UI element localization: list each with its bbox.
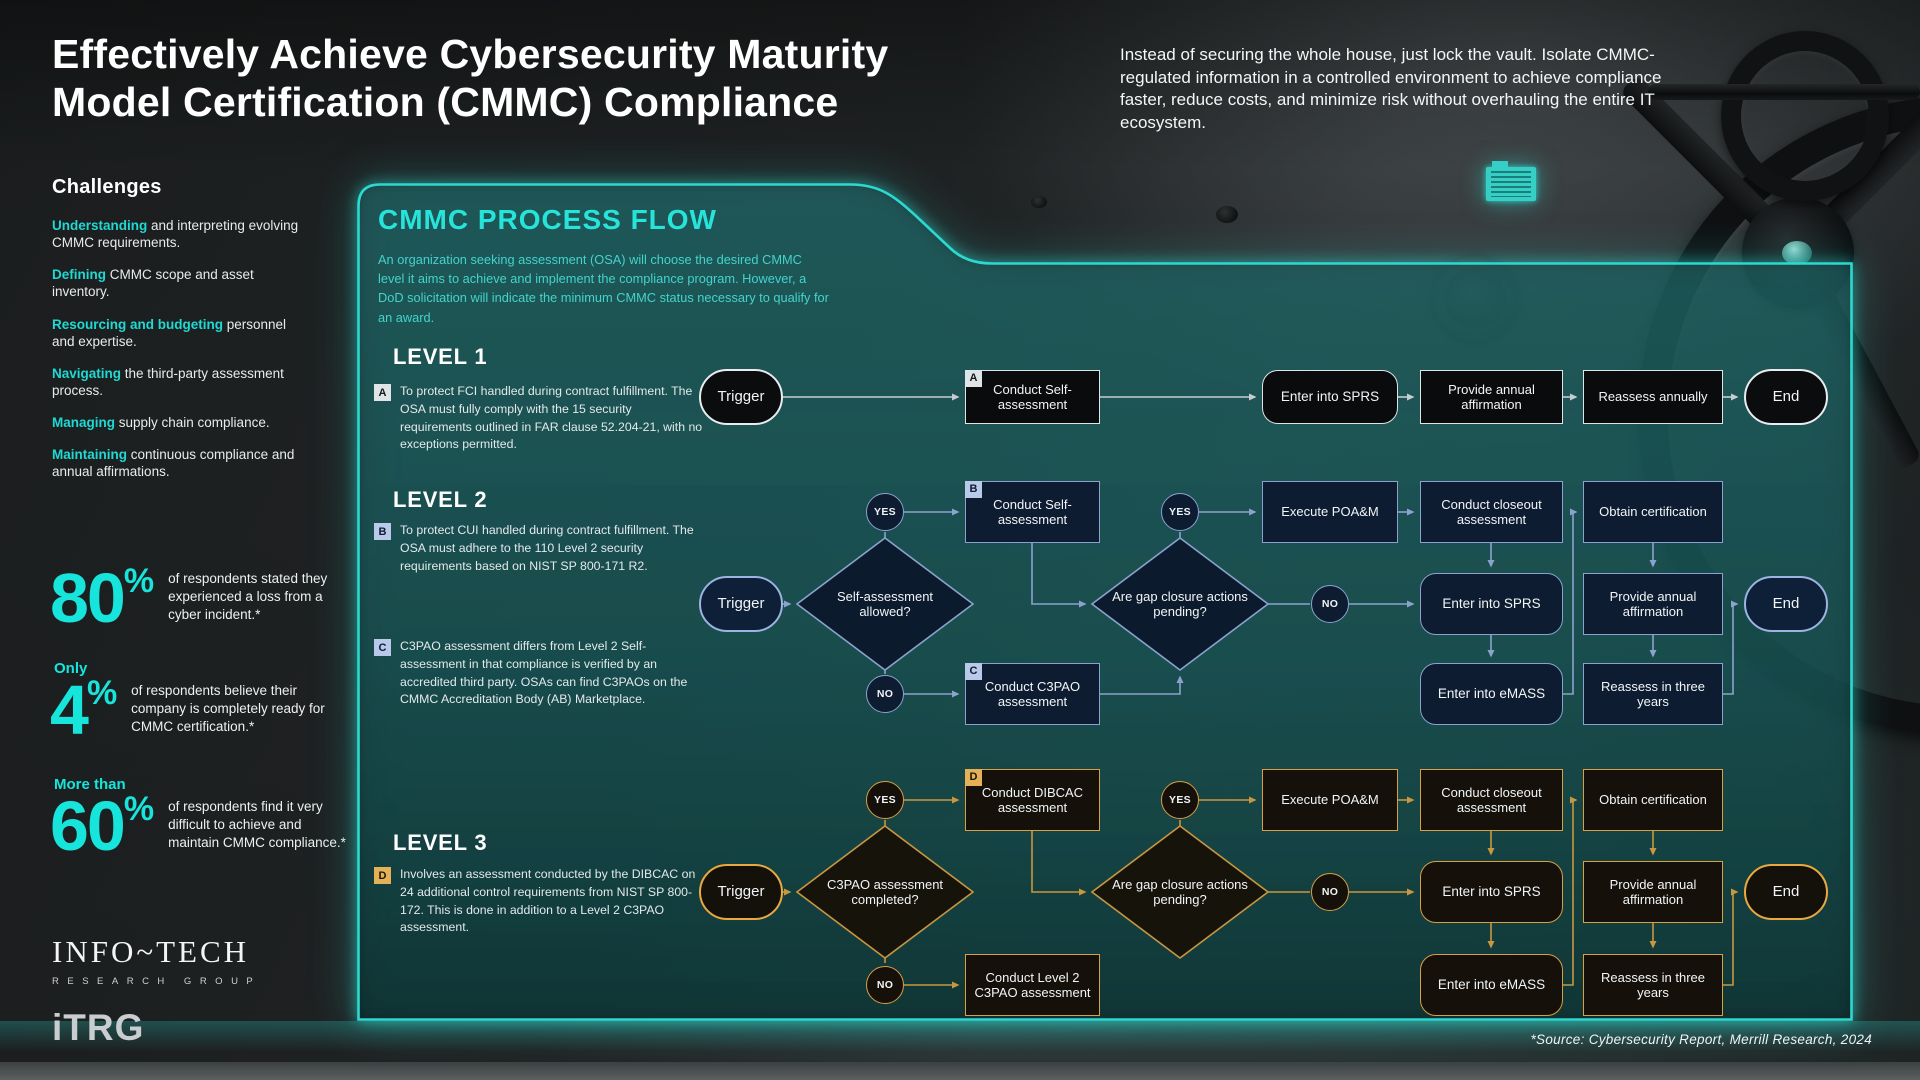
l3-reassess-three-years-node: Reassess in three years [1583,954,1723,1016]
level3-heading: LEVEL 3 [393,830,488,855]
l1-reassess-annually-node: Reassess annually [1583,370,1723,424]
l1-trigger-node: Trigger [699,369,783,425]
tag-b: B [374,523,391,540]
stat-60-percent: More than 60% of respondents find it ver… [50,776,348,861]
stat-80-percent: 80% of respondents stated they experienc… [50,563,338,633]
l2-yes-label: YES [1161,493,1199,531]
level1-heading: LEVEL 1 [393,344,488,369]
vault-bolt [1216,206,1238,223]
l2-gap-closure-decision: Are gap closure actions pending? [1112,588,1248,619]
l1-annual-affirmation-node: Provide annual affirmation [1420,370,1563,424]
tag-d: D [965,769,982,786]
stat-text: of respondents stated they experienced a… [168,571,328,622]
tag-d: D [374,867,391,884]
level2-note-c: C C3PAO assessment differs from Level 2 … [374,638,708,709]
l2-yes-label: YES [866,493,904,531]
l3-annual-affirmation-node: Provide annual affirmation [1583,861,1723,923]
challenges-section: Challenges Understanding and interpretin… [52,176,312,496]
tag-c: C [965,663,982,680]
l2-no-label: NO [1311,585,1349,623]
glowing-vent-notch [1492,161,1508,168]
tag-b: B [965,481,982,498]
l2-self-assessment-allowed-decision: Self-assessment allowed? [836,588,934,619]
l2-conduct-c3pao-assessment-node: C Conduct C3PAO assessment [965,663,1100,725]
flow-panel-title: CMMC PROCESS FLOW [378,204,717,235]
level2-note-b: B To protect CUI handled during contract… [374,522,696,575]
l3-no-label: NO [866,966,904,1004]
l3-obtain-certification-node: Obtain certification [1583,769,1723,831]
l3-gap-closure-decision: Are gap closure actions pending? [1112,876,1248,907]
flow-panel-description: An organization seeking assessment (OSA)… [378,252,829,325]
level2-heading: LEVEL 2 [393,487,488,512]
l3-conduct-dibcac-assessment-node: D Conduct DIBCAC assessment [965,769,1100,831]
l2-enter-sprs-node: Enter into SPRS [1420,573,1563,635]
l3-yes-label: YES [866,781,904,819]
l3-no-label: NO [1311,873,1349,911]
decision-diamond [1090,825,1270,959]
l2-conduct-self-assessment-node: B Conduct Self-assessment [965,481,1100,543]
l2-trigger-node: Trigger [699,576,783,632]
l3-trigger-node: Trigger [699,864,783,920]
itrg-logo: iTRG [52,1007,145,1048]
page-title-line1: Effectively Achieve Cybersecurity Maturi… [52,31,889,77]
page-title-line2: Model Certification (CMMC) Compliance [52,79,839,126]
l3-end-node: End [1744,864,1828,920]
l3-enter-emass-node: Enter into eMASS [1420,954,1563,1016]
l2-obtain-certification-node: Obtain certification [1583,481,1723,543]
l3-enter-sprs-node: Enter into SPRS [1420,861,1563,923]
l3-c3pao-completed-decision: C3PAO assessment completed? [826,876,944,907]
l2-enter-emass-node: Enter into eMASS [1420,663,1563,725]
challenge-item: Resourcing and budgeting personnel and e… [52,316,287,349]
level2-connectors [783,508,1739,698]
vault-hub-bolt [1782,241,1812,265]
source-citation: *Source: Cybersecurity Report, Merrill R… [1530,1032,1872,1047]
l3-conduct-level2-c3pao-node: Conduct Level 2 C3PAO assessment [965,954,1100,1016]
tag-a: A [374,384,391,401]
glowing-vent-icon [1486,167,1536,201]
tag-c: C [374,639,391,656]
challenge-item: Defining CMMC scope and asset inventory. [52,267,254,300]
floor-strip [0,1062,1920,1080]
l2-end-node: End [1744,576,1828,632]
page-title: Effectively Achieve Cybersecurity Maturi… [52,30,1112,127]
tag-a: A [965,370,982,387]
l2-annual-affirmation-node: Provide annual affirmation [1583,573,1723,635]
l1-conduct-self-assessment-node: A Conduct Self-assessment [965,370,1100,424]
infotech-logo: INFO~TECH RESEARCH GROUP iTRG [52,934,261,1049]
l2-reassess-three-years-node: Reassess in three years [1583,663,1723,725]
intro-paragraph: Instead of securing the whole house, jus… [1120,45,1662,132]
teal-floor-glow [0,1021,1920,1057]
vault-hinge-rod [1648,84,1920,100]
l2-closeout-assessment-node: Conduct closeout assessment [1420,481,1563,543]
l1-end-node: End [1744,369,1828,425]
decision-diamond [795,825,975,959]
challenges-title: Challenges [52,176,162,198]
challenge-item: Navigating the third-party assessment pr… [52,365,284,398]
l1-enter-sprs-node: Enter into SPRS [1262,370,1398,424]
infotech-subtitle: RESEARCH GROUP [52,976,262,987]
stat-text: of respondents find it very difficult to… [168,799,346,850]
l3-execute-poam-node: Execute POA&M [1262,769,1398,831]
l2-no-label: NO [866,675,904,713]
challenge-item: Managing supply chain compliance. [52,415,270,431]
stat-4-percent: Only 4% of respondents believe their com… [50,660,351,745]
level1-note-a: A To protect FCI handled during contract… [374,383,704,454]
decision-diamond [1090,537,1270,671]
l3-yes-label: YES [1161,781,1199,819]
l3-closeout-assessment-node: Conduct closeout assessment [1420,769,1563,831]
l2-execute-poam-node: Execute POA&M [1262,481,1398,543]
stat-text: of respondents believe their company is … [131,683,325,734]
top-shadow [0,0,1920,170]
vault-bolt [1031,196,1047,208]
challenge-item: Understanding and interpreting evolving … [52,218,299,251]
level3-connectors [783,796,1739,989]
level3-note-d: D Involves an assessment conducted by th… [374,866,704,937]
challenge-item: Maintaining continuous compliance and an… [52,447,295,480]
infotech-wordmark: INFO~TECH [52,934,250,969]
decision-diamond [795,537,975,671]
